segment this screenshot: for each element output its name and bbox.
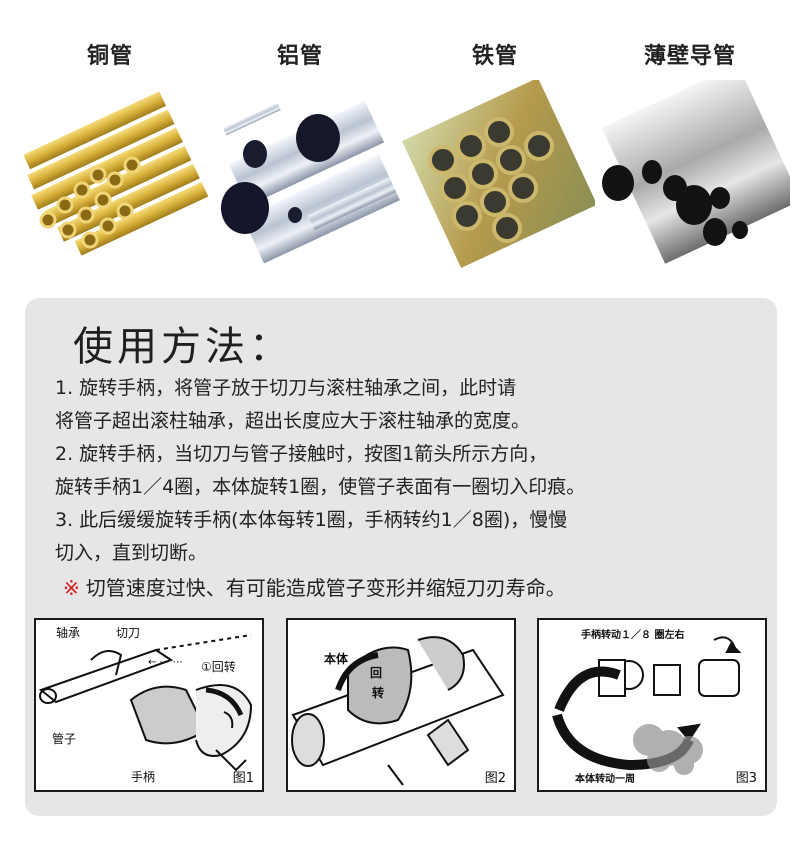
fig1-cutter-label: 切刀 — [116, 626, 141, 640]
figure-3: 手柄转动１／８ 圈左右 本体转动一周 图3 — [537, 618, 767, 792]
usage-panel: 使用方法： 1. 旋转手柄，将管子放于切刀与滚柱轴承之间，此时请 将管子超出滚柱… — [25, 298, 777, 816]
pipe-iron-title: 铁管 — [471, 44, 518, 69]
fig2-body-label-1: 本体 — [324, 652, 349, 666]
figure-2-drawing — [291, 636, 505, 786]
fig1-caption: 图1 — [232, 771, 254, 786]
pipe-aluminum: 铝管 — [200, 0, 400, 290]
fig2-body-label-3: 转 — [372, 686, 385, 700]
pipe-iron: 铁管 — [395, 0, 595, 290]
svg-text:← ⋯ ⋯: ← ⋯ ⋯ — [148, 657, 183, 668]
usage-line: 将管子超出滚柱轴承，超出长度应大于滚柱轴承的宽度。 — [55, 410, 531, 432]
fig1-pipe-label: 管子 — [52, 732, 77, 746]
pipe-aluminum-title: 铝管 — [276, 44, 323, 69]
aluminum-pipes-image — [221, 100, 400, 264]
figure-2: 本体 回 转 图2 — [286, 618, 516, 792]
warning-note: ※切管速度过快、有可能造成管子变形并缩短刀刃寿命。 — [63, 572, 566, 601]
usage-line: 2. 旋转手柄，当切刀与管子接触时，按图1箭头所示方向， — [55, 443, 548, 465]
fig3-handle-turn-label: 手柄转动１／８ 圈左右 — [581, 630, 685, 641]
fig1-handle-label: 手柄 — [131, 770, 156, 784]
fig3-body-turn-label: 本体转动一周 — [575, 774, 635, 785]
pipe-copper-title: 铜管 — [86, 44, 133, 69]
fig1-rotate-label: ①回转 — [201, 660, 236, 674]
figure-1-drawing: ← ⋯ ⋯ — [38, 634, 253, 772]
pipe-thin-conduit: 薄壁导管 — [590, 0, 790, 290]
warning-mark: ※ — [63, 576, 80, 600]
usage-line: 1. 旋转手柄，将管子放于切刀与滚柱轴承之间，此时请 — [55, 377, 517, 399]
usage-line: 3. 此后缓缓旋转手柄(本体每转1圈，手柄转约1／8圈)，慢慢 — [55, 509, 568, 531]
pipe-copper: 铜管 — [10, 0, 210, 290]
usage-steps: 1. 旋转手柄，将管子放于切刀与滚柱轴承之间，此时请 将管子超出滚柱轴承，超出长… — [55, 372, 755, 570]
copper-pipes-image — [23, 91, 209, 256]
warning-text: 切管速度过快、有可能造成管子变形并缩短刀刃寿命。 — [85, 576, 566, 600]
fig2-caption: 图2 — [484, 771, 506, 786]
pipe-thin-conduit-title: 薄壁导管 — [643, 44, 736, 69]
fig3-caption: 图3 — [735, 771, 757, 786]
fig1-bearing-label: 轴承 — [56, 626, 81, 640]
thin-conduit-pipes-image — [601, 80, 790, 264]
figure-1: ← ⋯ ⋯ 轴承 切刀 ①回转 管子 手柄 图1 — [34, 618, 264, 792]
figure-3-drawing — [552, 636, 742, 775]
usage-line: 切入，直到切断。 — [55, 542, 208, 564]
pipe-catalogue: 铜管 铝管 — [0, 0, 800, 290]
usage-line: 旋转手柄1／4圈，本体旋转1圈，使管子表面有一圈切入印痕。 — [55, 476, 586, 498]
fig2-body-label-2: 回 — [370, 666, 383, 680]
usage-heading: 使用方法： — [73, 324, 293, 370]
iron-pipes-image — [401, 80, 595, 269]
